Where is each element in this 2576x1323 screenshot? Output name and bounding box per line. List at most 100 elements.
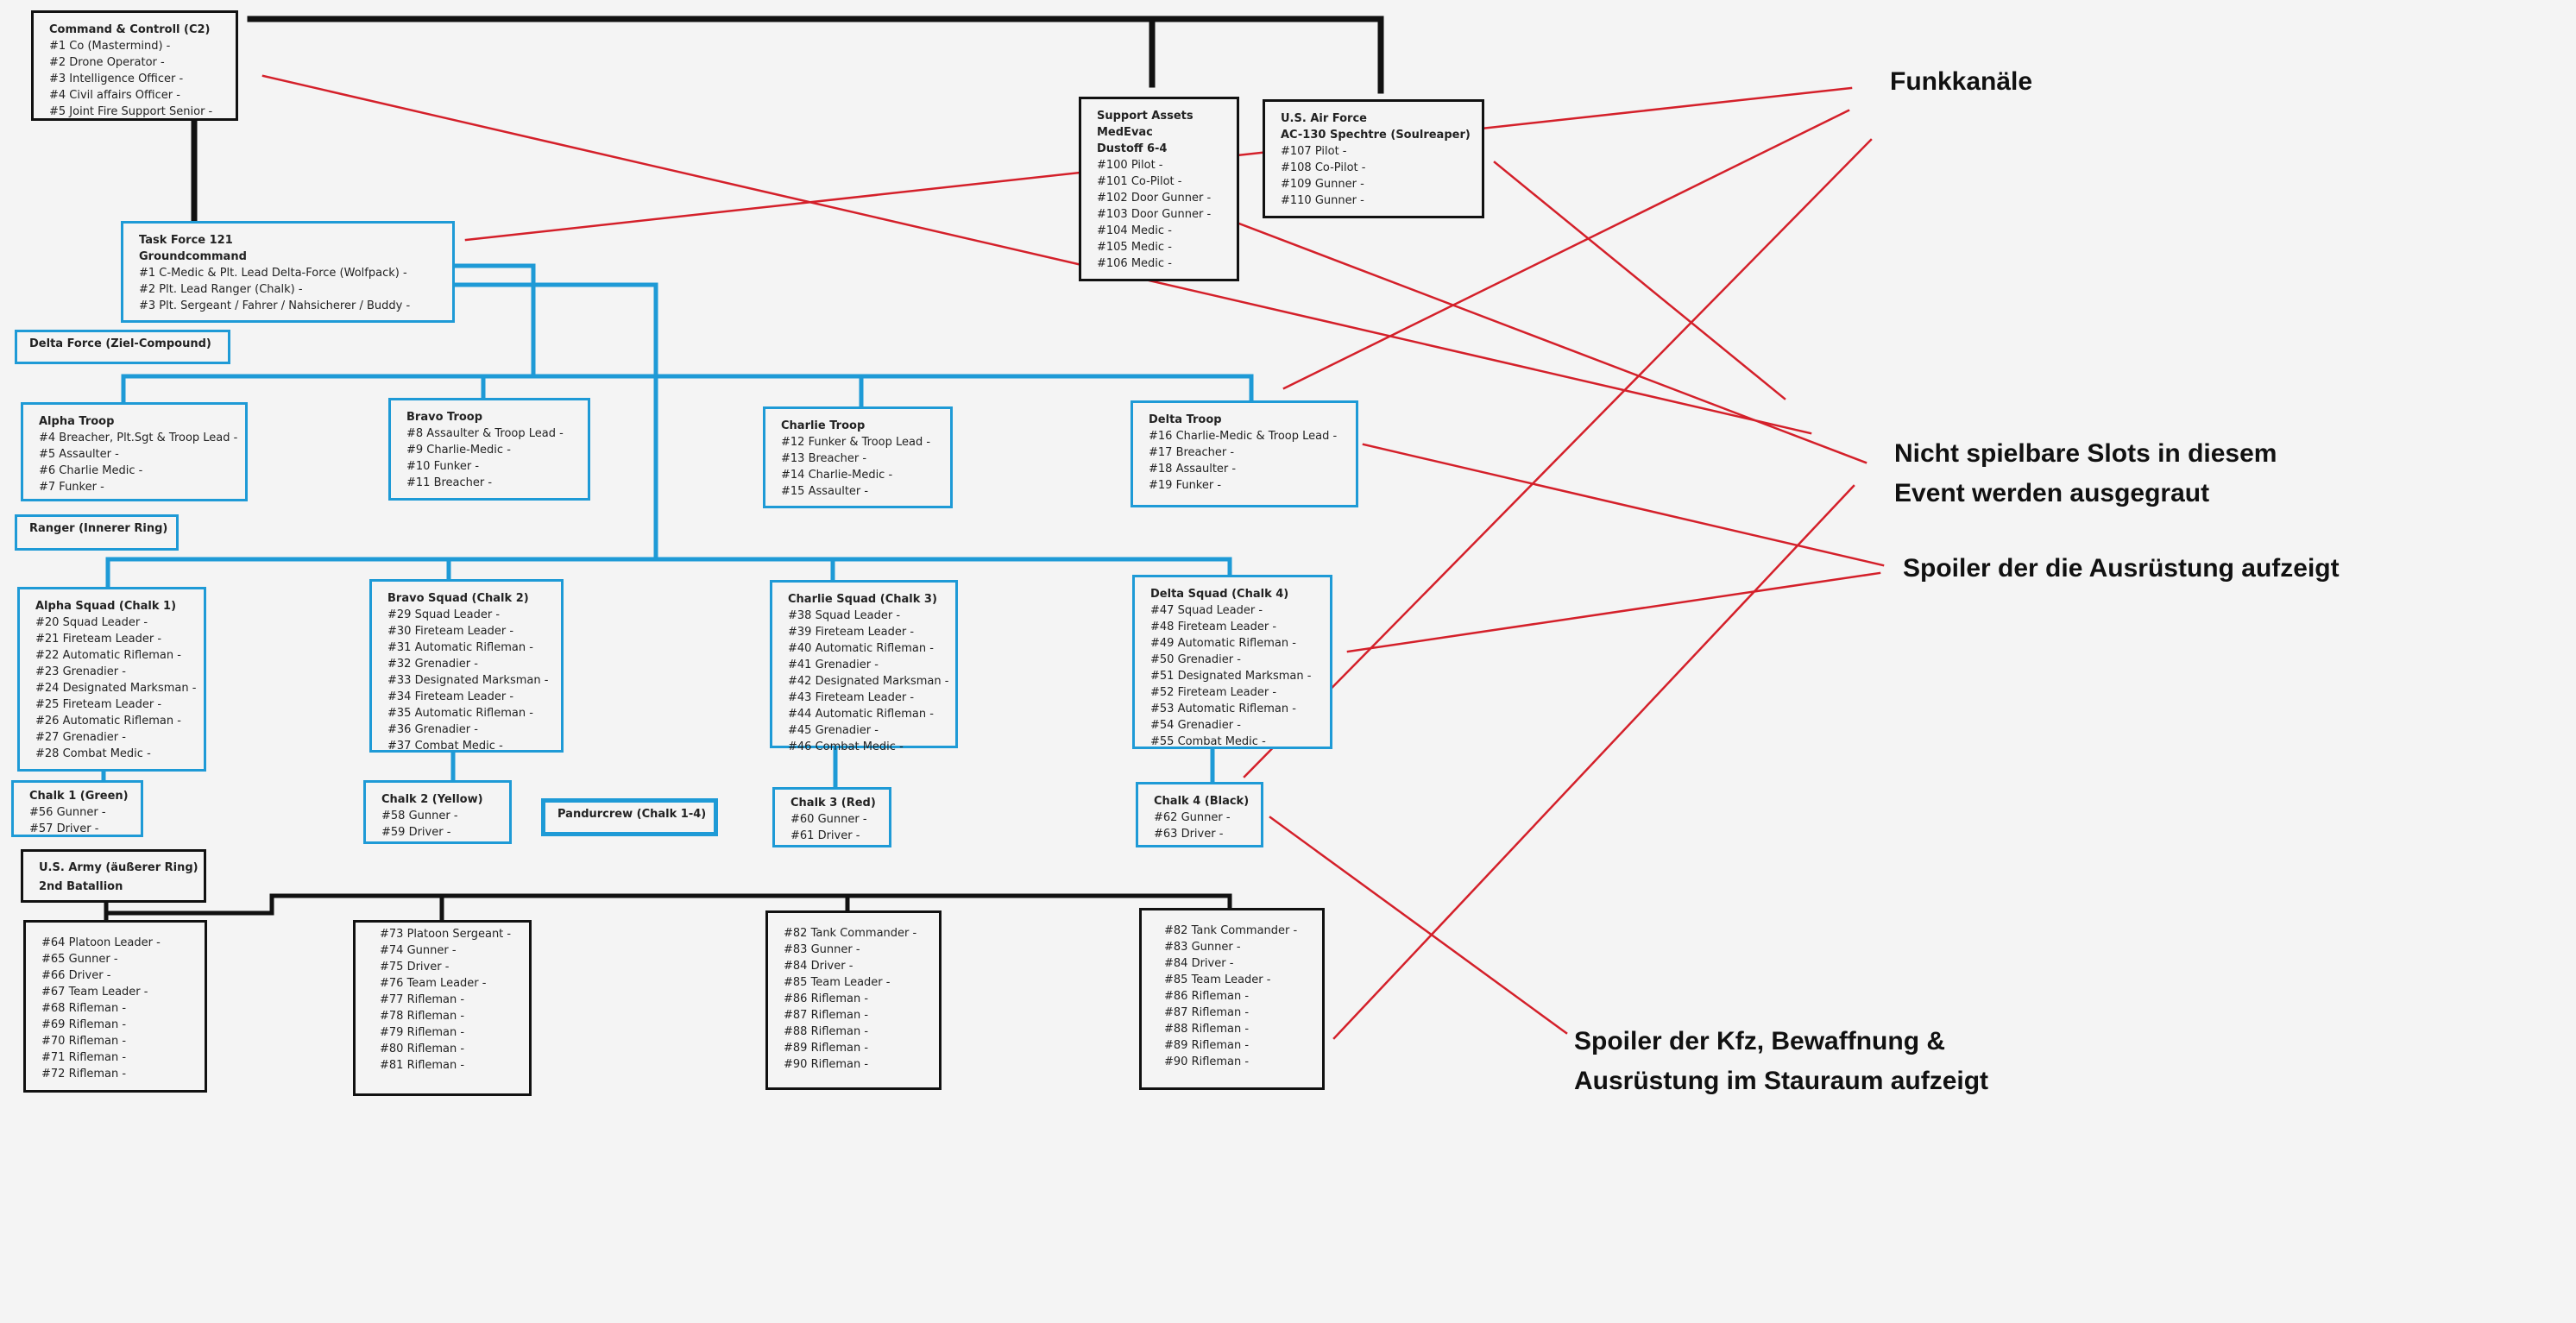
box-title: AC-130 Spechtre (Soulreaper) — [1281, 129, 1471, 142]
box-title: Delta Squad (Chalk 4) — [1150, 588, 1289, 601]
slot-row: #88 Rifleman - — [1164, 1023, 1250, 1036]
annotation-line: Spoiler der Kfz, Bewaffnung & — [1574, 1027, 1946, 1055]
slot-row: #108 Co-Pilot - — [1281, 161, 1366, 174]
slot-row: #53 Automatic Rifleman - — [1150, 702, 1296, 715]
slot-row: #51 Designated Marksman - — [1150, 670, 1312, 683]
slot-row: #60 Gunner - — [790, 813, 867, 826]
slot-row: #90 Rifleman - — [784, 1058, 869, 1071]
pointer-grey-1 — [261, 74, 1812, 435]
slot-row: #47 Squad Leader - — [1150, 604, 1263, 617]
slot-row: #42 Designated Marksman - — [788, 675, 949, 688]
slot-row: #20 Squad Leader - — [35, 616, 148, 629]
slot-row: #90 Rifleman - — [1164, 1055, 1250, 1068]
box-title: Support Assets — [1097, 110, 1194, 123]
ranger-label: Ranger (Innerer Ring) — [15, 514, 179, 551]
slot-row: #62 Gunner - — [1154, 811, 1231, 824]
slot-row: #1 C-Medic & Plt. Lead Delta-Force (Wolf… — [139, 267, 407, 280]
box-title: Task Force 121 — [139, 234, 233, 247]
slot-row: #44 Automatic Rifleman - — [788, 708, 934, 721]
chalk3-box: Chalk 3 (Red) #60 Gunner - #61 Driver - — [772, 787, 891, 847]
pointer-gear-2 — [1346, 571, 1881, 653]
slot-row: #15 Assaulter - — [781, 485, 869, 498]
slot-row: #75 Driver - — [380, 961, 450, 973]
slot-row: #19 Funker - — [1149, 479, 1222, 492]
slot-row: #70 Rifleman - — [41, 1035, 127, 1048]
slot-row: #5 Joint Fire Support Senior - — [49, 105, 213, 118]
slot-row: #71 Rifleman - — [41, 1051, 127, 1064]
alpha-squad-box: Alpha Squad (Chalk 1) #20 Squad Leader - #… — [17, 587, 206, 772]
box-title: Charlie Troop — [781, 419, 866, 432]
slot-row: #55 Combat Medic - — [1150, 735, 1266, 748]
slot-row: #3 Intelligence Officer - — [49, 72, 184, 85]
slot-row: #84 Driver - — [1164, 957, 1234, 970]
pointer-funk-2 — [1282, 109, 1850, 390]
slot-row: #107 Pilot - — [1281, 145, 1347, 158]
annotation-line: Nicht spielbare Slots in diesem — [1894, 439, 2277, 468]
annotation-spoiler-kfz: Spoiler der Kfz, Bewaffnung &Ausrüstung … — [1574, 1022, 1988, 1101]
annotation-spoiler-gear: Spoiler der die Ausrüstung aufzeigt — [1903, 549, 2340, 589]
us-army-box: U.S. Army (äußerer Ring)2nd Batallion — [21, 849, 206, 903]
box-title: Alpha Squad (Chalk 1) — [35, 600, 177, 613]
charlie-squad-box: Charlie Squad (Chalk 3)#38 Squad Leader … — [770, 580, 958, 753]
army-platoon-2-box: #73 Platoon Sergeant -#74 Gunner -#75 Dr… — [353, 920, 532, 1096]
pointer-grey-2 — [1493, 161, 1786, 400]
box-title: Chalk 1 (Green) — [29, 790, 129, 803]
slot-row: #80 Rifleman - — [380, 1043, 465, 1055]
slot-row: #36 Grenadier - — [387, 723, 478, 736]
bravo-squad-box: Bravo Squad (Chalk 2)#29 Squad Leader -#… — [369, 579, 564, 753]
annotation-line: Funkkanäle — [1890, 67, 2033, 96]
slot-row: #26 Automatic Rifleman - — [35, 715, 181, 728]
c2-box: Command & Controll (C2)#1 Co (Mastermind… — [31, 10, 238, 121]
slot-row: #109 Gunner - — [1281, 178, 1364, 191]
box-title: Chalk 4 (Black) — [1154, 795, 1250, 808]
pointer-kfz-1 — [1269, 816, 1568, 1035]
slot-row: #40 Automatic Rifleman - — [788, 642, 934, 655]
slot-row: #37 Combat Medic - — [387, 740, 503, 753]
slot-row: #10 Funker - — [406, 460, 480, 473]
slot-row: #59 Driver - — [381, 826, 451, 839]
slot-row: #87 Rifleman - — [1164, 1006, 1250, 1019]
slot-row: #4 Breacher, Plt.Sgt & Troop Lead - — [39, 432, 238, 444]
slot-row: #5 Assaulter - — [39, 448, 119, 461]
slot-row: #4 Civil affairs Officer - — [49, 89, 180, 102]
slot-row: #76 Team Leader - — [380, 977, 487, 990]
slot-row: #104 Medic - — [1097, 224, 1172, 237]
slot-row: #89 Rifleman - — [1164, 1039, 1250, 1052]
slot-row: #65 Gunner - — [41, 953, 118, 966]
slot-row: #14 Charlie-Medic - — [781, 469, 893, 482]
pointer-funk-3 — [1243, 138, 1873, 778]
box-title: MedEvac — [1097, 126, 1153, 139]
box-title: U.S. Air Force — [1281, 112, 1367, 125]
slot-row: #85 Team Leader - — [1164, 973, 1271, 986]
slot-row: #84 Driver - — [784, 960, 853, 973]
box-title: Bravo Troop — [406, 411, 483, 424]
slot-row: #77 Rifleman - — [380, 993, 465, 1006]
delta-squad-box: Delta Squad (Chalk 4) #47 Squad Leader - #… — [1132, 575, 1332, 749]
slot-row: #2 Plt. Lead Ranger (Chalk) - — [139, 283, 303, 296]
slot-row: #58 Gunner - — [381, 810, 458, 822]
slot-row: #21 Fireteam Leader - — [35, 633, 162, 646]
delta-troop-box: Delta Troop#16 Charlie-Medic & Troop Lea… — [1131, 400, 1358, 507]
chalk1-box: Chalk 1 (Green)#56 Gunner -#57 Driver - — [11, 780, 143, 837]
slot-row: #7 Funker - — [39, 481, 104, 494]
slot-row: #6 Charlie Medic - — [39, 464, 143, 477]
slot-row: #79 Rifleman - — [380, 1026, 465, 1039]
slot-row: #23 Grenadier - — [35, 665, 126, 678]
slot-row: #49 Automatic Rifleman - — [1150, 637, 1296, 650]
slot-row: #61 Driver - — [790, 829, 860, 842]
slot-row: #54 Grenadier - — [1150, 719, 1241, 732]
army-bus — [104, 893, 1232, 916]
slot-row: #83 Gunner - — [1164, 941, 1241, 954]
slot-row: #81 Rifleman - — [380, 1059, 465, 1072]
slot-row: #88 Rifleman - — [784, 1025, 869, 1038]
slot-row: #82 Tank Commander - — [784, 927, 917, 940]
slot-row: #68 Rifleman - — [41, 1002, 127, 1015]
box-title: Delta Troop — [1149, 413, 1222, 426]
slot-row: #50 Grenadier - — [1150, 653, 1241, 666]
box-title: Chalk 3 (Red) — [790, 797, 876, 810]
slot-row: #17 Breacher - — [1149, 446, 1235, 459]
slot-row: #22 Automatic Rifleman - — [35, 649, 181, 662]
